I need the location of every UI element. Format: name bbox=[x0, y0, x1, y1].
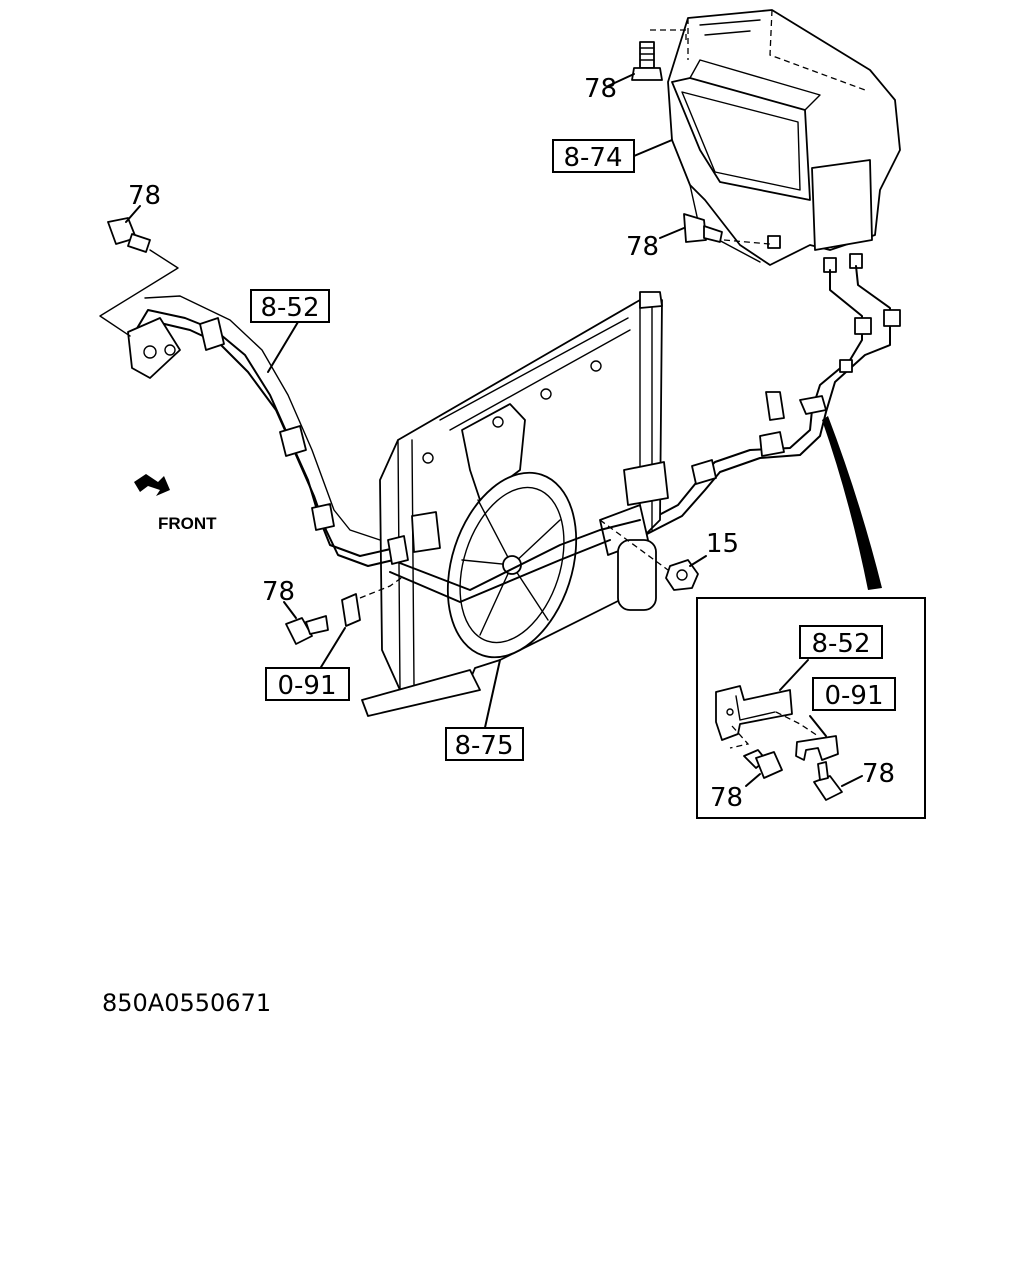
detail-label-78-right: 78 bbox=[862, 759, 895, 789]
detail-label-78-left: 78 bbox=[710, 783, 743, 813]
ac-hose-left-drawing bbox=[127, 295, 641, 603]
part-label-8-75: 8-75 bbox=[454, 731, 513, 761]
part-label-78-lower-left: 78 bbox=[262, 577, 295, 607]
part-label-0-91: 0-91 bbox=[277, 671, 336, 701]
part-label-8-52: 8-52 bbox=[260, 293, 319, 323]
label-box-8-75: 8-75 bbox=[445, 727, 524, 761]
bolt-78-upper-left-drawing bbox=[99, 205, 179, 337]
hvac-pipes bbox=[639, 265, 901, 536]
part-label-15: 15 bbox=[706, 529, 739, 559]
bolt-78-top-drawing bbox=[607, 29, 687, 87]
bolt-78-lower-left-drawing bbox=[283, 575, 405, 673]
label-box-0-91-detail: 0-91 bbox=[812, 677, 896, 711]
part-label-8-74: 8-74 bbox=[563, 143, 622, 173]
nut-15-drawing bbox=[599, 519, 707, 591]
label-box-8-52-main: 8-52 bbox=[250, 289, 330, 323]
condenser-drawing bbox=[361, 291, 669, 717]
hvac-unit-drawing bbox=[667, 9, 901, 273]
front-arrow-icon bbox=[134, 474, 170, 496]
label-box-8-52-detail: 8-52 bbox=[799, 625, 883, 659]
detail-label-8-52: 8-52 bbox=[811, 629, 870, 659]
detail-callout-pointer bbox=[822, 416, 882, 590]
label-box-0-91-main: 0-91 bbox=[265, 667, 350, 701]
leader-lines bbox=[267, 139, 673, 733]
label-box-8-74: 8-74 bbox=[552, 139, 635, 173]
detail-label-0-91: 0-91 bbox=[824, 681, 883, 711]
part-label-78-top: 78 bbox=[584, 74, 617, 104]
drawing-code: 850A0550671 bbox=[102, 989, 271, 1017]
front-label: FRONT bbox=[158, 514, 217, 533]
part-label-78-upper-left: 78 bbox=[128, 181, 161, 211]
bolt-78-under-hvac-drawing bbox=[659, 213, 771, 245]
part-label-78-hvac: 78 bbox=[626, 232, 659, 262]
